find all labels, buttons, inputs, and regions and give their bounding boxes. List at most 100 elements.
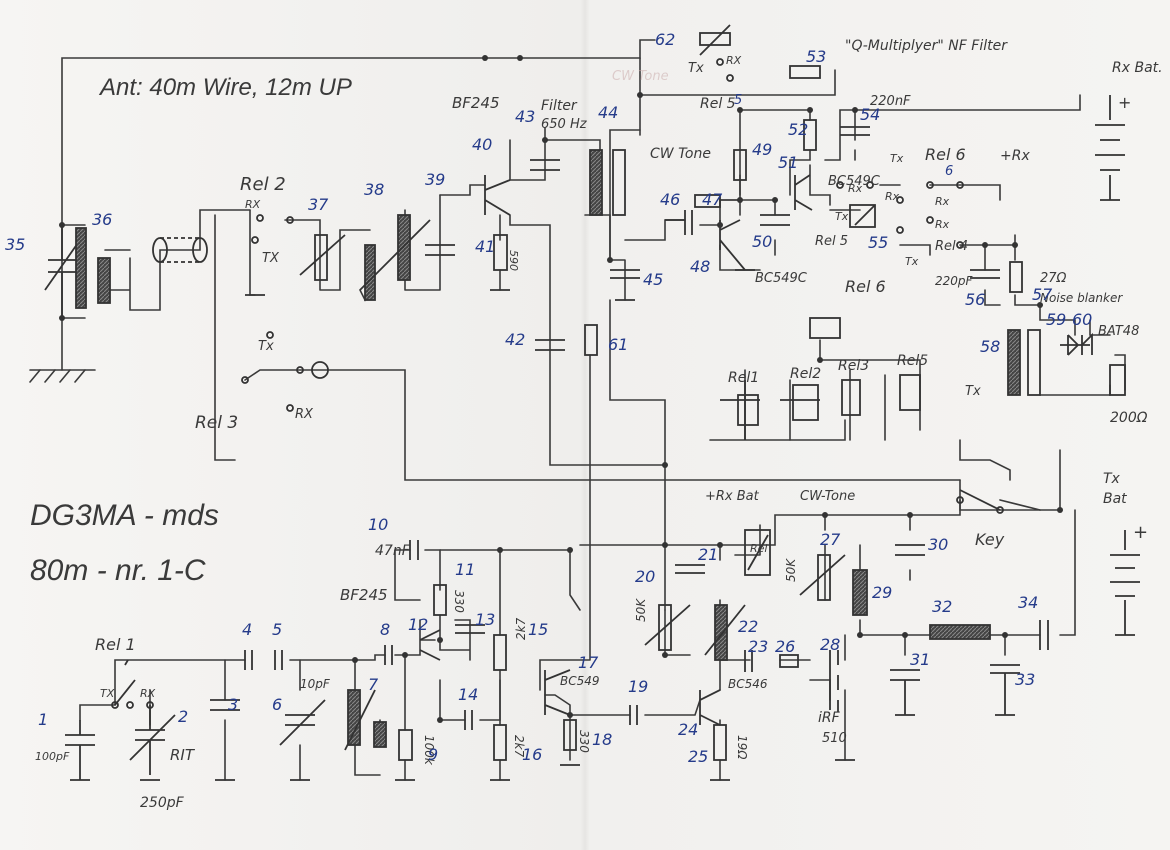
svg-text:32: 32: [932, 597, 952, 616]
svg-text:590: 590: [507, 250, 520, 271]
svg-text:17: 17: [578, 653, 599, 672]
svg-text:+Rx Bat: +Rx Bat: [705, 489, 760, 504]
svg-text:49: 49: [752, 140, 772, 159]
svg-text:Rx: Rx: [848, 182, 863, 195]
svg-text:40: 40: [472, 135, 492, 154]
svg-text:220pF: 220pF: [935, 274, 974, 288]
svg-text:10pF: 10pF: [300, 677, 331, 691]
svg-text:2k7: 2k7: [514, 617, 528, 640]
svg-text:19: 19: [628, 677, 648, 696]
svg-text:26: 26: [775, 637, 795, 656]
svg-text:Tx: Tx: [965, 384, 981, 399]
svg-text:21: 21: [698, 545, 718, 564]
svg-text:330: 330: [577, 730, 591, 753]
svg-text:RX: RX: [726, 54, 742, 67]
svg-text:27Ω: 27Ω: [1040, 271, 1067, 286]
svg-text:22: 22: [738, 617, 758, 636]
svg-text:12: 12: [408, 615, 428, 634]
svg-text:220nF: 220nF: [870, 94, 911, 109]
svg-text:Rx: Rx: [935, 195, 950, 208]
svg-text:Tx: Tx: [905, 255, 919, 268]
svg-text:BF245: BF245: [452, 94, 500, 112]
svg-text:Rel1: Rel1: [728, 370, 759, 386]
svg-text:TX: TX: [100, 687, 115, 700]
svg-text:59: 59: [1046, 310, 1066, 329]
noise-note: Noise blanker: [1040, 291, 1123, 305]
svg-text:52: 52: [788, 120, 808, 139]
svg-text:29: 29: [872, 583, 892, 602]
svg-text:CW-Tone: CW-Tone: [800, 489, 855, 504]
svg-text:7: 7: [368, 675, 379, 694]
svg-text:Rel: Rel: [750, 542, 767, 555]
svg-text:51: 51: [778, 153, 798, 172]
svg-text:Rel2: Rel2: [790, 366, 821, 382]
svg-text:56: 56: [965, 290, 985, 309]
svg-text:100pF: 100pF: [35, 750, 70, 763]
svg-text:BC549: BC549: [560, 674, 600, 688]
svg-text:47nF: 47nF: [375, 543, 411, 559]
svg-text:42: 42: [505, 330, 525, 349]
svg-text:36: 36: [92, 210, 112, 229]
svg-text:1: 1: [38, 710, 48, 729]
svg-text:50K: 50K: [634, 598, 648, 622]
svg-text:23: 23: [748, 637, 768, 656]
svg-text:RX: RX: [140, 687, 156, 700]
antenna-note: Ant: 40m Wire, 12m UP: [98, 74, 352, 101]
svg-text:Tx: Tx: [890, 152, 904, 165]
svg-text:Tx: Tx: [258, 339, 274, 354]
svg-text:55: 55: [868, 233, 888, 252]
svg-text:Rel 6: Rel 6: [925, 145, 966, 164]
svg-text:330: 330: [452, 590, 466, 613]
wires: [29, 39, 1126, 781]
svg-text:48: 48: [690, 257, 710, 276]
svg-text:CW Tone: CW Tone: [650, 146, 711, 162]
svg-text:Tx: Tx: [688, 61, 704, 76]
svg-text:60: 60: [1072, 310, 1092, 329]
svg-text:BF245: BF245: [340, 586, 388, 604]
svg-text:TX: TX: [262, 251, 280, 266]
svg-text:16: 16: [522, 745, 542, 764]
svg-text:+: +: [1133, 522, 1148, 543]
svg-text:+Rx: +Rx: [1000, 148, 1030, 164]
svg-text:31: 31: [910, 650, 930, 669]
faint-marks: CW Tone: [612, 69, 669, 84]
svg-text:Tx: Tx: [1103, 471, 1121, 487]
svg-text:Tx: Tx: [835, 210, 849, 223]
svg-text:100k: 100k: [422, 735, 436, 766]
svg-text:BC549C: BC549C: [755, 271, 808, 286]
svg-text:24: 24: [678, 720, 698, 739]
svg-text:5: 5: [272, 620, 282, 639]
callsign: DG3MA - mds: [30, 499, 219, 532]
svg-text:Rx: Rx: [935, 218, 950, 231]
svg-text:61: 61: [608, 335, 628, 354]
svg-text:27: 27: [820, 530, 841, 549]
svg-text:14: 14: [458, 685, 478, 704]
svg-text:11: 11: [455, 560, 475, 579]
svg-text:Rel 4: Rel 4: [935, 239, 968, 254]
model-note: 80m - nr. 1-C: [30, 554, 206, 587]
svg-text:43: 43: [515, 107, 535, 126]
svg-text:Rel 3: Rel 3: [195, 413, 238, 433]
labels-black: Ant: 40m Wire, 12m UP DG3MA - mds 80m - …: [30, 38, 1163, 811]
svg-text:Rel 2: Rel 2: [240, 174, 286, 195]
svg-text:CW Tone: CW Tone: [612, 69, 669, 84]
svg-text:Rel 5: Rel 5: [815, 234, 848, 249]
svg-text:BAT48: BAT48: [1098, 324, 1139, 339]
svg-text:Rel 1: Rel 1: [95, 635, 136, 654]
svg-text:41: 41: [475, 237, 495, 256]
svg-text:Rx: Rx: [885, 190, 900, 203]
svg-text:5: 5: [734, 93, 742, 108]
svg-text:Rel 5: Rel 5: [700, 96, 736, 112]
svg-text:6: 6: [272, 695, 282, 714]
svg-text:650 Hz: 650 Hz: [541, 117, 588, 132]
svg-text:6: 6: [945, 164, 953, 179]
svg-text:46: 46: [660, 190, 680, 209]
svg-text:2k7: 2k7: [512, 735, 526, 758]
svg-text:15: 15: [528, 620, 548, 639]
svg-text:28: 28: [820, 635, 840, 654]
svg-text:37: 37: [308, 195, 329, 214]
svg-text:58: 58: [980, 337, 1000, 356]
svg-text:53: 53: [806, 47, 826, 66]
svg-text:+: +: [1118, 93, 1131, 112]
svg-text:RIT: RIT: [170, 746, 196, 764]
